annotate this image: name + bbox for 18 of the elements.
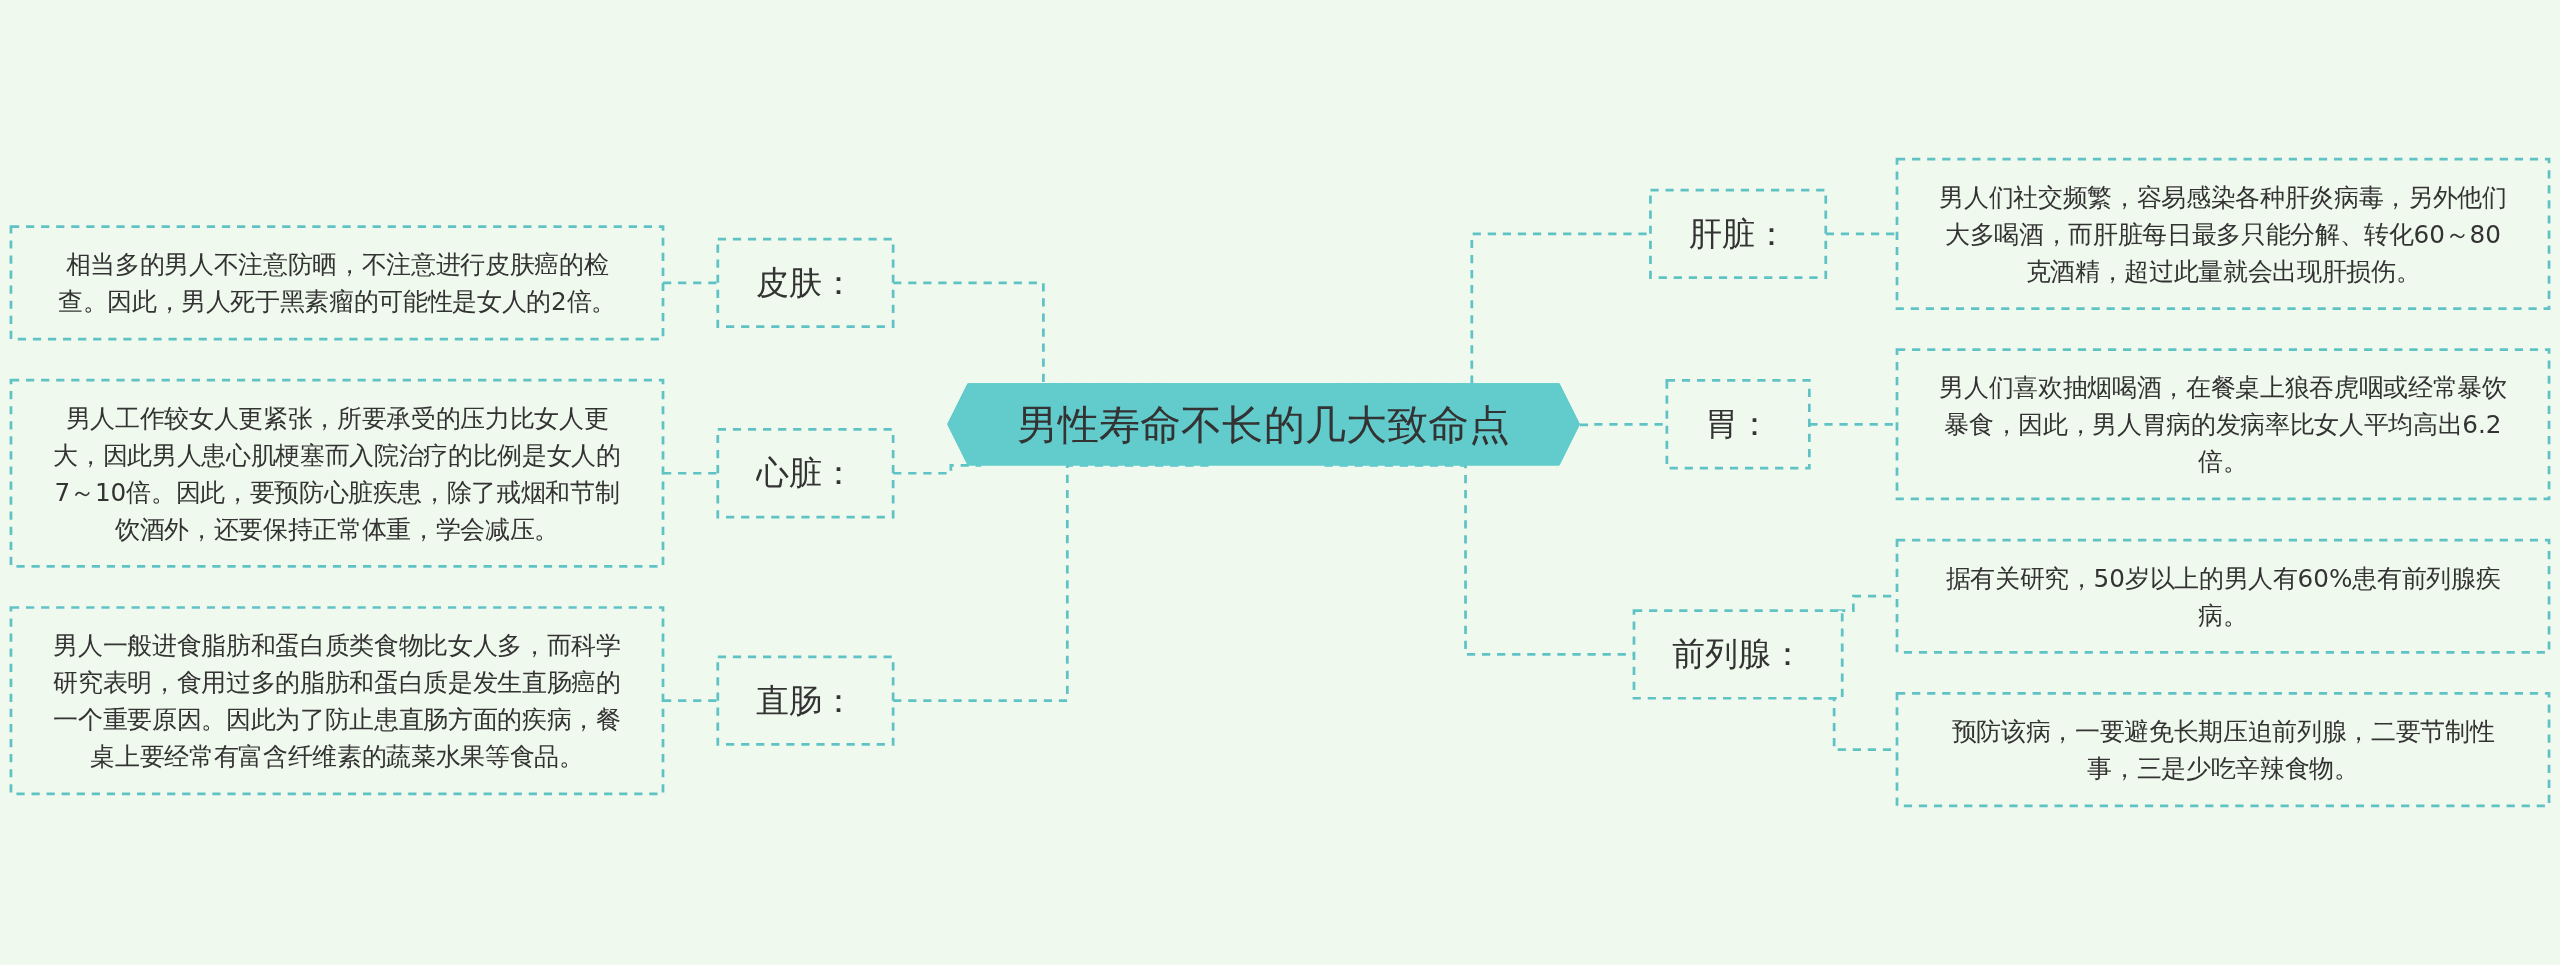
node-box: 男人工作较女人更紧张，所要承受的压力比女人更大，因此男人患心肌梗塞而入院治疗的比例是女人的7～10倍。因此，要预防心脏疾患，除了戒烟和节制饮酒外，还要保持正常体重，学会减压。 — [9, 378, 665, 568]
node-box: 心脏： — [716, 428, 895, 519]
node-box: 肝脏： — [1649, 188, 1828, 280]
node-box: 胃： — [1665, 379, 1811, 470]
node-box: 直肠： — [716, 655, 895, 746]
node-box: 预防该病，一要避免长期压迫前列腺，二要节制性事，三是少吃辛辣食物。 — [1895, 692, 2551, 808]
node-box: 据有关研究，50岁以上的男人有60%患有前列腺疾病。 — [1895, 538, 2551, 654]
node-box: 前列腺： — [1632, 609, 1844, 700]
node-box: 皮肤： — [716, 237, 895, 329]
node-box: 男人一般进食脂肪和蛋白质类食物比女人多，而科学研究表明，食用过多的脂肪和蛋白质是发生直肠癌的一个重要原因。因此为了防止患直肠方面的疾病，餐桌上要经常有富含纤维素的蔬菜水果等食品。 — [9, 606, 665, 796]
connector — [1825, 232, 1897, 236]
connector — [663, 281, 718, 285]
node-box: 男人们喜欢抽烟喝酒，在餐桌上狼吞虎咽或经常暴饮暴食，因此，男人胃病的发病率比女人平均高出6.2倍。 — [1895, 348, 2551, 501]
connector — [663, 471, 718, 475]
node-box: 相当多的男人不注意防晒，不注意进行皮肤癌的检查。因此，男人死于黑素瘤的可能性是女人的2倍。 — [9, 225, 665, 341]
connector — [663, 699, 718, 702]
node-box: 男人们社交频繁，容易感染各种肝炎病毒，另外他们大多喝酒，而肝脏每日最多只能分解、转化60～80克酒精，超过此量就会出现肝损伤。 — [1895, 157, 2551, 310]
connector — [893, 464, 982, 475]
